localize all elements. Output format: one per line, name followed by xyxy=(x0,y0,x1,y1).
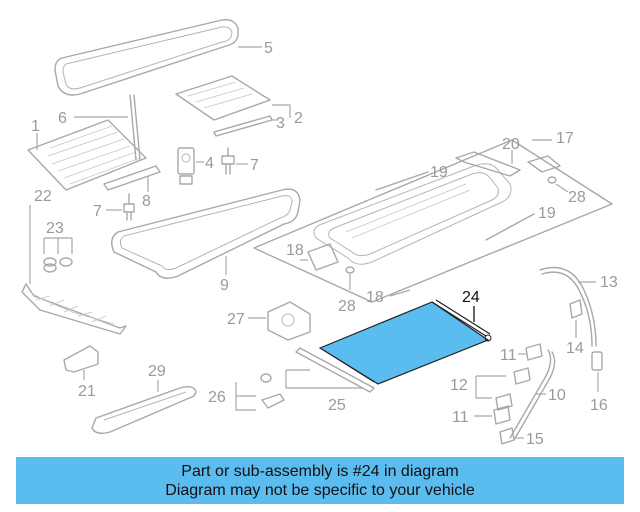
part-16-valve xyxy=(591,351,603,371)
callout-19b: 19 xyxy=(538,205,556,222)
callout-18b: 18 xyxy=(366,289,384,306)
caption-banner: Part or sub-assembly is #24 in diagram D… xyxy=(16,457,624,504)
part-25-guide-rail xyxy=(295,347,375,393)
leader-18b xyxy=(389,289,411,297)
part-24-sunshade xyxy=(318,299,492,385)
part-19-cable-upper xyxy=(375,171,429,191)
part-7-bolt-upper xyxy=(221,147,235,175)
callout-25: 25 xyxy=(328,397,346,414)
callout-22: 22 xyxy=(34,188,52,205)
part-13-drain-hose xyxy=(539,266,597,347)
part-27-motor xyxy=(267,301,311,341)
part-1-panel xyxy=(27,119,147,191)
part-28-screw-lower xyxy=(345,266,355,274)
callout-7b: 7 xyxy=(93,203,102,220)
callout-26: 26 xyxy=(208,389,226,406)
part-7-bolt-lower xyxy=(123,193,135,221)
leader-26 xyxy=(235,382,256,411)
callout-6: 6 xyxy=(58,110,67,127)
part-20-bracket xyxy=(455,151,561,177)
part-19-cable-right xyxy=(485,213,535,241)
part-28-screw-upper xyxy=(547,176,557,184)
callout-28a: 28 xyxy=(338,298,356,315)
part-9-frame-seal xyxy=(111,188,301,279)
part-23-clips xyxy=(43,257,73,273)
callout-10: 10 xyxy=(548,387,566,404)
callout-1: 1 xyxy=(31,118,40,135)
callout-14: 14 xyxy=(566,340,584,357)
callout-18a: 18 xyxy=(286,242,304,259)
part-11-clip-upper xyxy=(525,343,543,361)
callout-4: 4 xyxy=(205,155,214,172)
leader-2 xyxy=(272,104,291,118)
part-6-drain-tube xyxy=(129,94,141,161)
callout-11a: 11 xyxy=(500,347,517,364)
part-10-cable xyxy=(509,349,556,441)
callout-16: 16 xyxy=(590,397,608,414)
callout-24: 24 xyxy=(462,289,480,306)
callout-15: 15 xyxy=(526,431,544,448)
part-18-bracket-lower xyxy=(307,243,339,271)
leader-25 xyxy=(285,369,362,389)
callout-19a: 19 xyxy=(430,164,448,181)
caption-line-1: Part or sub-assembly is #24 in diagram xyxy=(181,462,459,480)
leader-12 xyxy=(475,375,506,399)
callout-17: 17 xyxy=(556,130,574,147)
part-3-strip xyxy=(213,115,273,137)
callout-5: 5 xyxy=(264,40,273,57)
callout-29: 29 xyxy=(148,363,166,380)
part-21-bracket xyxy=(63,345,99,373)
part-14-clip xyxy=(569,299,583,319)
part-5-glass-panel xyxy=(54,18,239,96)
callout-11b: 11 xyxy=(452,409,469,426)
callout-27: 27 xyxy=(227,311,245,328)
callout-28b: 28 xyxy=(568,189,586,206)
callout-9: 9 xyxy=(220,277,229,294)
leader-28b xyxy=(555,183,569,193)
part-12-clips xyxy=(495,367,531,411)
part-22-trim xyxy=(21,283,127,335)
caption-line-2: Diagram may not be specific to your vehi… xyxy=(165,481,475,499)
callout-13: 13 xyxy=(600,274,618,291)
callout-23: 23 xyxy=(46,220,64,237)
callout-7a: 7 xyxy=(250,157,259,174)
part-15-clip xyxy=(499,427,515,445)
part-8-strip xyxy=(103,165,161,191)
callout-8: 8 xyxy=(142,193,151,210)
part-4-bracket xyxy=(177,147,195,185)
callout-21: 21 xyxy=(78,383,96,400)
callout-20: 20 xyxy=(502,136,520,153)
callout-2: 2 xyxy=(294,110,303,127)
callout-12: 12 xyxy=(450,377,468,394)
callout-3: 3 xyxy=(276,115,285,132)
part-29-handle-cover xyxy=(91,385,197,435)
leader-23 xyxy=(43,237,73,254)
part-2-seal xyxy=(175,75,271,121)
part-17-frame-assembly xyxy=(253,139,613,303)
part-26-screws xyxy=(260,373,285,409)
part-11-clip-lower xyxy=(493,405,511,425)
